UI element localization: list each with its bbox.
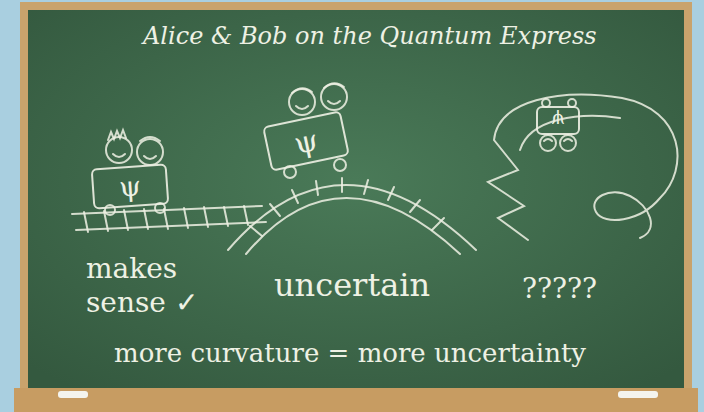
- coaster-car: ψ: [536, 106, 580, 135]
- hill-track: [228, 178, 476, 254]
- summary-note: more curvature = more uncertainty: [114, 338, 586, 368]
- chalk-piece: [618, 391, 658, 398]
- car-symbol: ψ: [291, 121, 321, 160]
- panel-caption: ?????: [522, 272, 597, 305]
- loop-track: [488, 95, 678, 240]
- flat-track: [72, 206, 266, 232]
- board-title: Alice & Bob on the Quantum Express: [143, 22, 597, 50]
- chalk-tray: [14, 388, 698, 412]
- panel-caption: uncertain: [274, 266, 430, 304]
- riders-flat: [105, 130, 165, 215]
- riders-hill: [284, 83, 347, 178]
- board-frame: [20, 2, 692, 396]
- chalk-piece: [58, 391, 88, 398]
- car-symbol: ψ: [118, 169, 142, 203]
- coaster-car: ψ: [91, 163, 170, 209]
- board-surface: [28, 10, 684, 388]
- panel-caption: makes sense ✓: [86, 252, 221, 319]
- car-symbol: ψ: [551, 110, 565, 131]
